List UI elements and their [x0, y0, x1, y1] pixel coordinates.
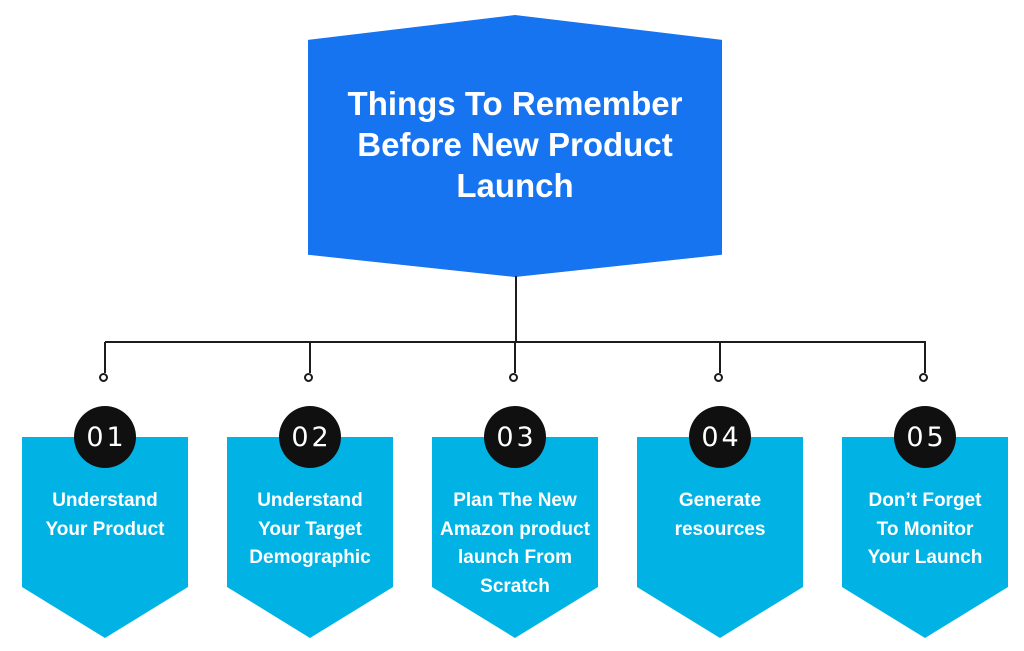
connector-drop-line	[924, 342, 926, 373]
connector-node-circle	[714, 373, 723, 382]
step-number-badge: 03	[484, 406, 546, 468]
connector-drop-line	[104, 342, 106, 373]
milestone-label-line: Your Product	[45, 518, 165, 540]
milestone-label-line: Your Target	[258, 518, 362, 540]
milestone-label-line: Amazon product	[440, 518, 590, 540]
milestone-item: 04 Generate resources	[637, 342, 803, 638]
page-title: Things To Remember Before New Product La…	[348, 83, 683, 206]
milestone-label-line: resources	[674, 518, 766, 540]
title-banner: Things To Remember Before New Product La…	[308, 15, 722, 277]
connector-node-circle	[509, 373, 518, 382]
connector-node-circle	[99, 373, 108, 382]
milestone-label-line: Scratch	[480, 575, 550, 597]
connector-drop-line	[719, 342, 721, 373]
connector-drop-line	[514, 342, 516, 373]
milestone-label-line: To Monitor	[876, 518, 974, 540]
step-number-badge: 01	[74, 406, 136, 468]
step-number-badge: 05	[894, 406, 956, 468]
step-number: 02	[291, 421, 332, 453]
step-number: 01	[86, 421, 127, 453]
milestone-label-line: Don’t Forget	[868, 490, 982, 511]
step-number: 05	[906, 421, 947, 453]
page-title-line: Before New Product	[357, 125, 673, 163]
connector-stem	[515, 276, 517, 342]
step-number-badge: 02	[279, 406, 341, 468]
step-number: 03	[496, 421, 537, 453]
milestone-label-line: Plan The New	[453, 490, 577, 511]
milestone-label-line: Understand	[52, 490, 158, 511]
milestone-label: Generate resources	[637, 487, 803, 544]
step-number-badge: 04	[689, 406, 751, 468]
milestone-label-line: Generate	[678, 490, 762, 511]
connector-node-circle	[919, 373, 928, 382]
connector-drop-line	[309, 342, 311, 373]
page-title-line: Launch	[456, 166, 574, 204]
page-title-line: Things To Remember	[347, 84, 683, 122]
step-number: 04	[701, 421, 742, 453]
milestone-label-line: Demographic	[249, 547, 371, 568]
milestone-label-line: launch From	[457, 547, 572, 568]
connector-node-circle	[304, 373, 313, 382]
milestone-label-line: Understand	[257, 490, 363, 511]
milestone-label-line: Your Launch	[867, 547, 983, 568]
